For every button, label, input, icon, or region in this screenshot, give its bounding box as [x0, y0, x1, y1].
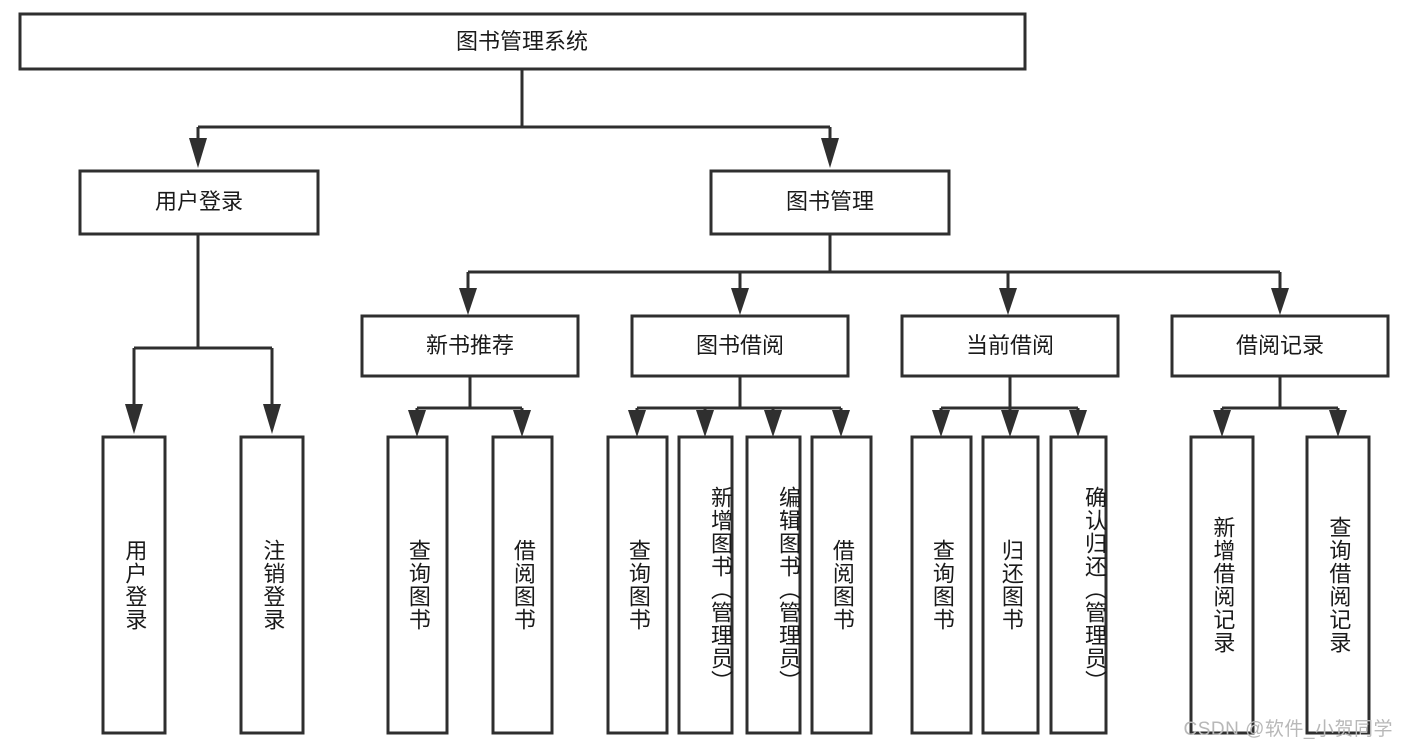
- leaf-box-return-book: [981, 435, 1040, 735]
- node-book-manage[interactable]: 图书管理: [709, 169, 951, 236]
- node-root-label: 图书管理系统: [456, 29, 588, 54]
- leaf-box-logout-login: [239, 435, 305, 735]
- connector-userlogin-to-leaves: [125, 234, 281, 434]
- leaf-box-query-book-rec: [386, 435, 449, 735]
- connector-bookborrow-to-leaves: [628, 376, 850, 437]
- node-borrow-record-label: 借阅记录: [1236, 333, 1324, 358]
- node-current-borrow[interactable]: 当前借阅: [900, 314, 1120, 378]
- node-new-book-rec-label: 新书推荐: [426, 333, 514, 358]
- node-book-borrow[interactable]: 图书借阅: [630, 314, 850, 378]
- node-new-book-rec[interactable]: 新书推荐: [360, 314, 580, 378]
- node-user-login[interactable]: 用户登录: [78, 169, 320, 236]
- leaf-box-user-login: [101, 435, 167, 735]
- connector-currentborrow-to-leaves: [932, 376, 1087, 437]
- connector-root-to-level2: [189, 70, 839, 168]
- connector-newbookrec-to-leaves: [408, 376, 531, 437]
- leaf-box-confirm-return: [1049, 435, 1108, 735]
- leaf-box-query-book-borrow: [606, 435, 669, 735]
- node-current-borrow-label: 当前借阅: [966, 333, 1054, 358]
- leaf-box-add-book: [677, 435, 734, 735]
- node-book-manage-label: 图书管理: [786, 189, 874, 214]
- node-user-login-label: 用户登录: [155, 189, 243, 214]
- leaf-box-add-record: [1189, 435, 1255, 735]
- node-book-borrow-label: 图书借阅: [696, 333, 784, 358]
- leaf-box-borrow-book-rec: [491, 435, 554, 735]
- connector-bookmanage-to-level3: [459, 234, 1289, 315]
- connector-borrowrecord-to-leaves: [1213, 376, 1347, 437]
- node-root[interactable]: 图书管理系统: [18, 12, 1027, 71]
- node-borrow-record[interactable]: 借阅记录: [1170, 314, 1390, 378]
- leaf-box-query-book-current: [910, 435, 973, 735]
- leaf-box-edit-book: [745, 435, 802, 735]
- csdn-watermark: CSDN @软件_小贺同学: [1183, 719, 1393, 740]
- leaf-boxes: [101, 435, 1371, 735]
- leaf-box-query-record: [1305, 435, 1371, 735]
- leaf-box-borrow-book: [810, 435, 873, 735]
